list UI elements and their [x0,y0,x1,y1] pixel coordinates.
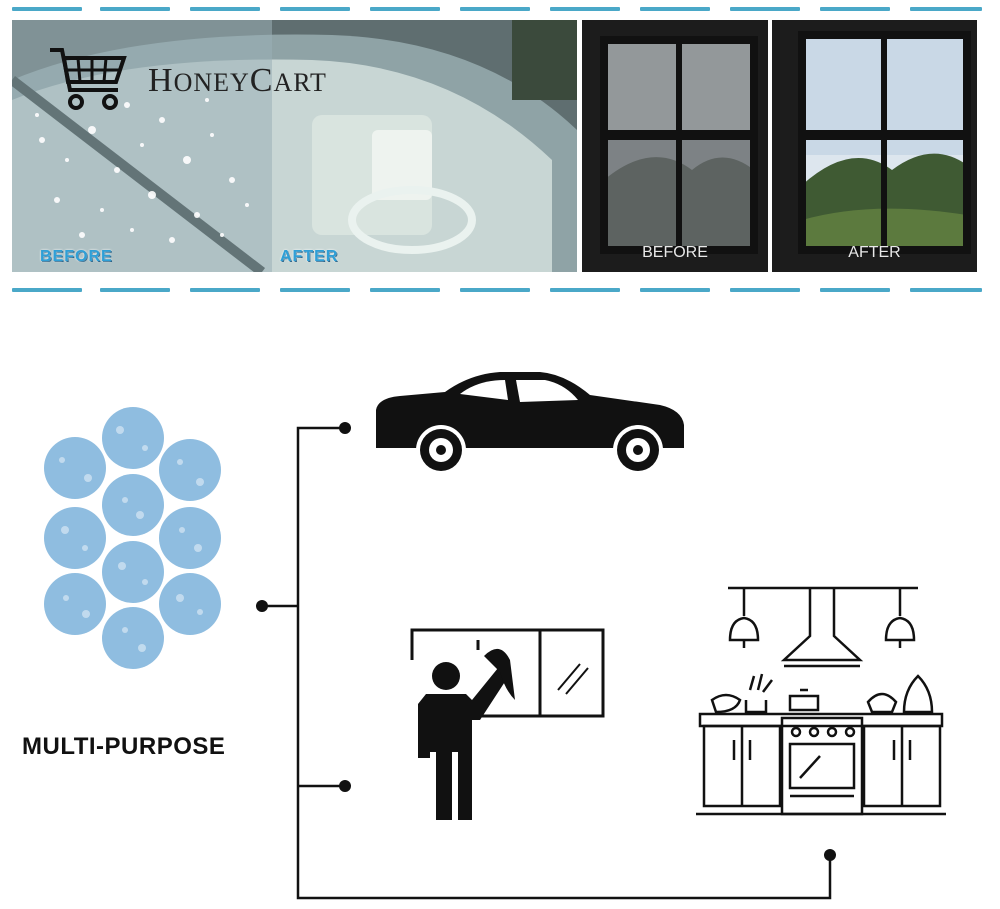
connector-dots [256,422,836,861]
window-after-photo: AFTER [772,20,977,272]
multi-purpose-diagram [44,372,946,900]
tablet [102,541,164,603]
car-windshield-illustration [12,20,577,272]
bottom-dashed-divider [0,288,1000,294]
tablet [159,573,221,635]
tablet [102,607,164,669]
tablet [159,507,221,569]
multi-purpose-label: MULTI-PURPOSE [22,733,226,760]
brand-logo [48,44,128,114]
window-before-photo: BEFORE [582,20,768,272]
tablet [44,437,106,499]
brand-name-part: C [249,62,274,99]
top-dashed-divider [0,7,1000,13]
tablet [159,439,221,501]
clean-window-illustration [772,20,977,272]
connector-lines [262,426,832,900]
shopping-cart-icon [50,48,127,110]
brand-name-part: H [148,62,174,99]
car-icon [376,372,684,475]
brand-name-part: ONEY [173,68,250,97]
car-after-label: AFTER [280,248,339,265]
kitchen-icon [696,586,946,816]
brand-name: HONEYCART [148,62,327,100]
tablet [102,407,164,469]
tablets-cluster [44,407,221,669]
dirty-window-illustration [582,20,768,272]
car-before-label: BEFORE [40,248,113,265]
car-windshield-before-after-photo: BEFORE AFTER [12,20,577,272]
tablet [102,474,164,536]
brand-name-part: ART [273,68,327,97]
tablet [44,507,106,569]
window-after-label: AFTER [848,244,901,261]
tablet [44,573,106,635]
window-cleaning-icon [410,628,605,820]
window-before-label: BEFORE [642,244,708,261]
